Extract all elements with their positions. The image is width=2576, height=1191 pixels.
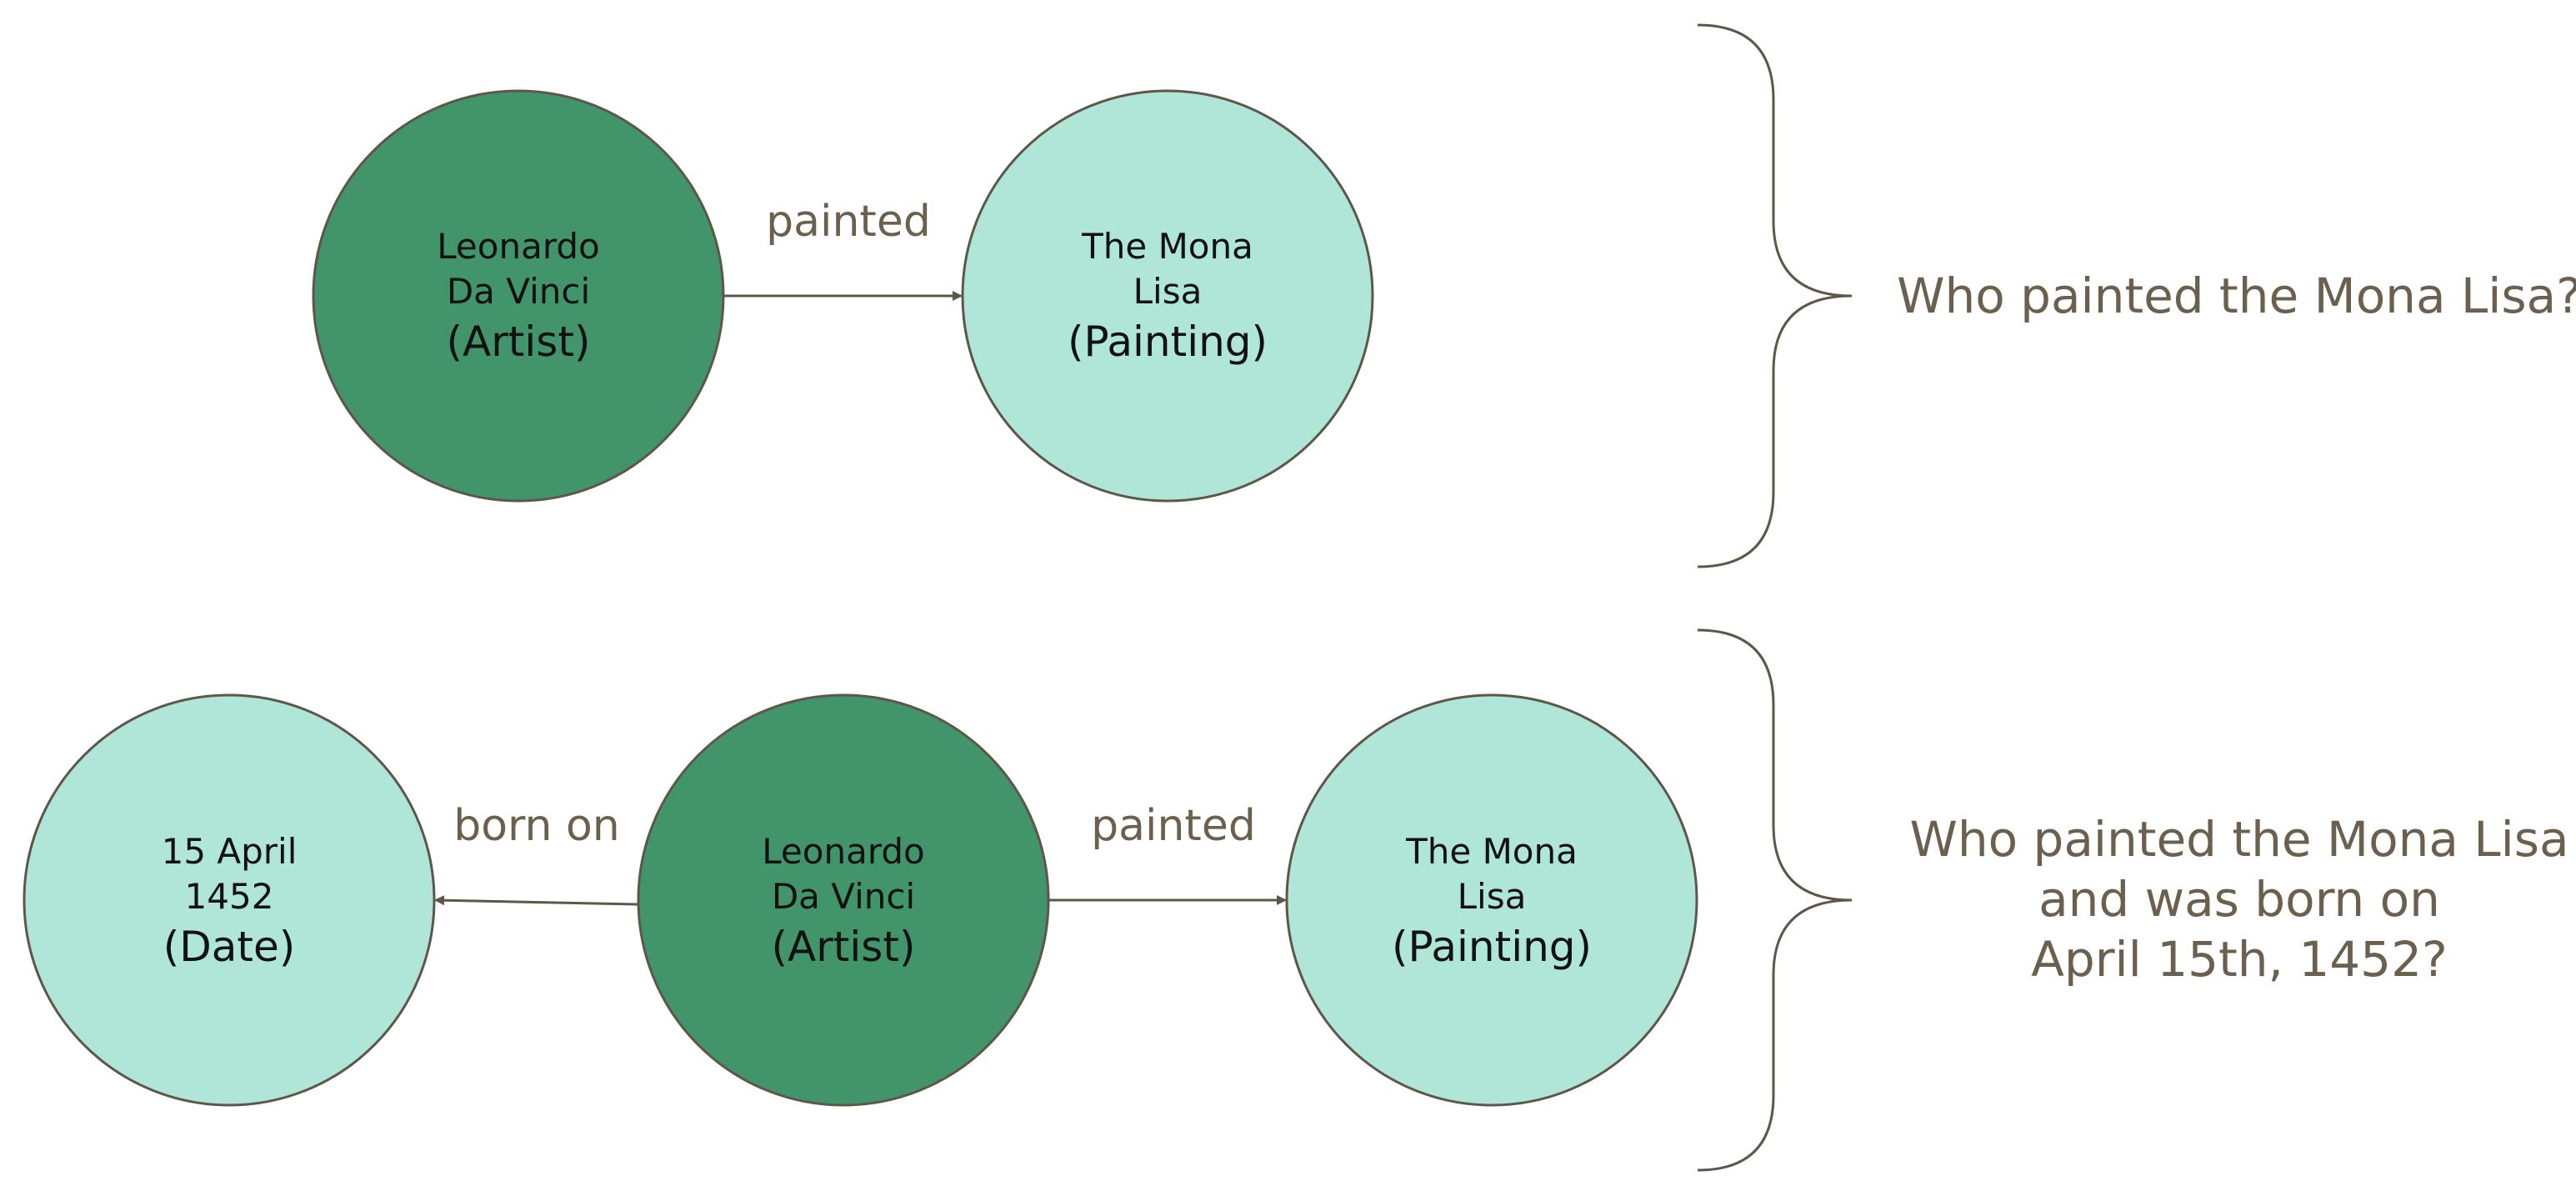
curly-brace-1 (1697, 23, 1853, 568)
node-painting-name-line2: Lisa (1458, 876, 1527, 917)
question-2-line1: Who painted the Mona Lisa (1909, 811, 2568, 868)
edge-painted-label: painted (766, 197, 931, 247)
node-painting-name-line2: Lisa (1133, 271, 1203, 312)
node-date-type: (Date) (163, 923, 296, 971)
diagram-2: 15 April 1452 (Date) Leonardo Da Vinci (… (23, 628, 2569, 1172)
node-date (23, 693, 436, 1107)
node-painting (961, 89, 1374, 503)
node-artist-name-line2: Da Vinci (447, 271, 590, 312)
curly-brace-2 (1697, 628, 1853, 1172)
node-painting-name-line1: The Mona (1081, 226, 1253, 267)
node-artist-name-line1: Leonardo (437, 226, 599, 267)
node-painting (1285, 693, 1698, 1107)
node-artist-name-line2: Da Vinci (772, 876, 915, 917)
question-2-line2: and was born on (2038, 871, 2440, 928)
node-painting-type: (Painting) (1068, 318, 1268, 366)
node-artist-type: (Artist) (447, 318, 591, 366)
node-date-line2: 1452 (185, 876, 274, 917)
edge-painted-label: painted (1091, 801, 1256, 851)
node-artist-name-line1: Leonardo (762, 831, 924, 872)
diagram-1: Leonardo Da Vinci (Artist) The Mona Lisa… (312, 23, 2576, 568)
node-artist-type: (Artist) (772, 923, 916, 971)
question-2-line3: April 15th, 1452? (2031, 931, 2448, 988)
node-date-line1: 15 April (162, 831, 298, 872)
question-1: Who painted the Mona Lisa? (1897, 268, 2576, 324)
edge-born-on-arrow (434, 895, 638, 906)
node-painting-type: (Painting) (1392, 923, 1592, 971)
edge-born-on-label: born on (453, 801, 620, 851)
node-painting-name-line1: The Mona (1405, 831, 1578, 872)
